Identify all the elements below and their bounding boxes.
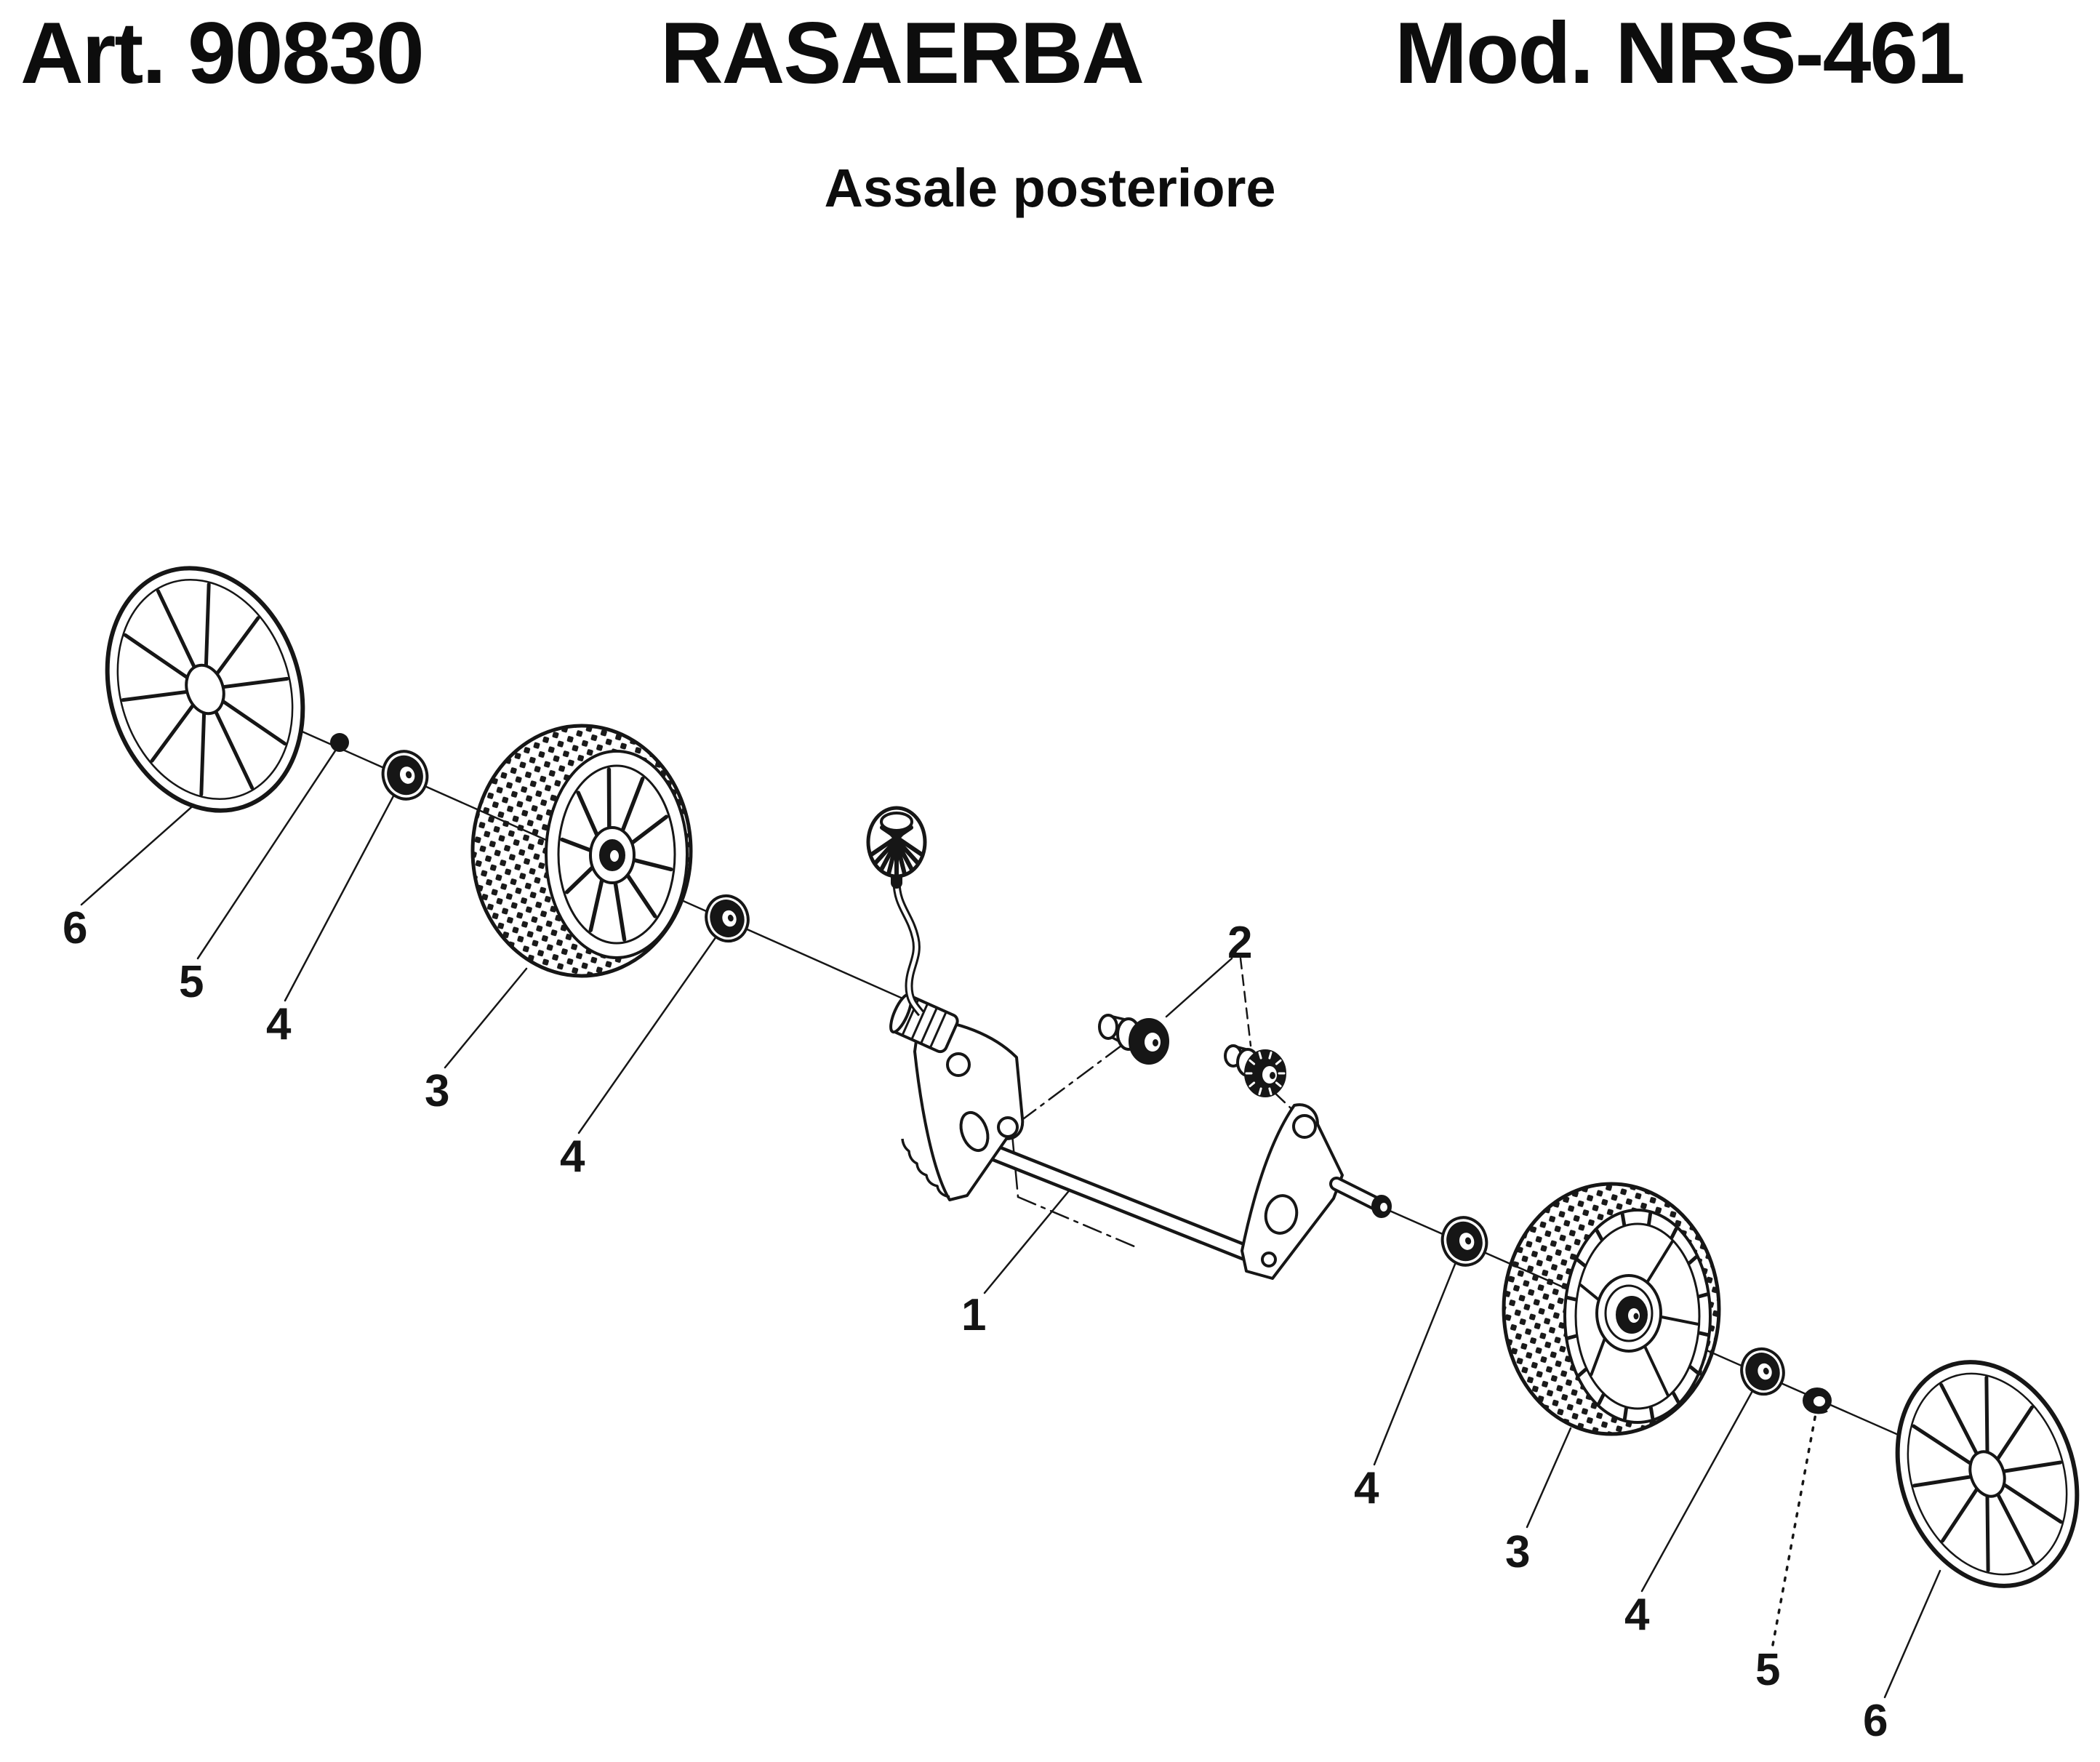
product-name: RASAERBA <box>660 4 1145 102</box>
article-number: Art. 90830 <box>20 4 425 102</box>
callout-4-left-inner: 4 <box>560 1132 585 1182</box>
callout-1-axle: 1 <box>961 1290 987 1340</box>
callout-2-bushings: 2 <box>1227 918 1253 968</box>
page-title: Assale posteriore <box>824 158 1276 218</box>
callout-3-right: 3 <box>1505 1527 1531 1577</box>
callout-4-right-inner: 4 <box>1354 1463 1379 1513</box>
callout-4-left-outer: 4 <box>266 999 292 1049</box>
callout-6-left: 6 <box>63 903 88 953</box>
model-number: Mod. NRS-461 <box>1395 4 1965 102</box>
callout-3-left: 3 <box>425 1066 450 1116</box>
callout-6-right: 6 <box>1863 1696 1888 1746</box>
callout-4-right-outer: 4 <box>1624 1590 1650 1640</box>
callout-5-right: 5 <box>1755 1645 1781 1695</box>
callout-5-left: 5 <box>179 957 204 1007</box>
